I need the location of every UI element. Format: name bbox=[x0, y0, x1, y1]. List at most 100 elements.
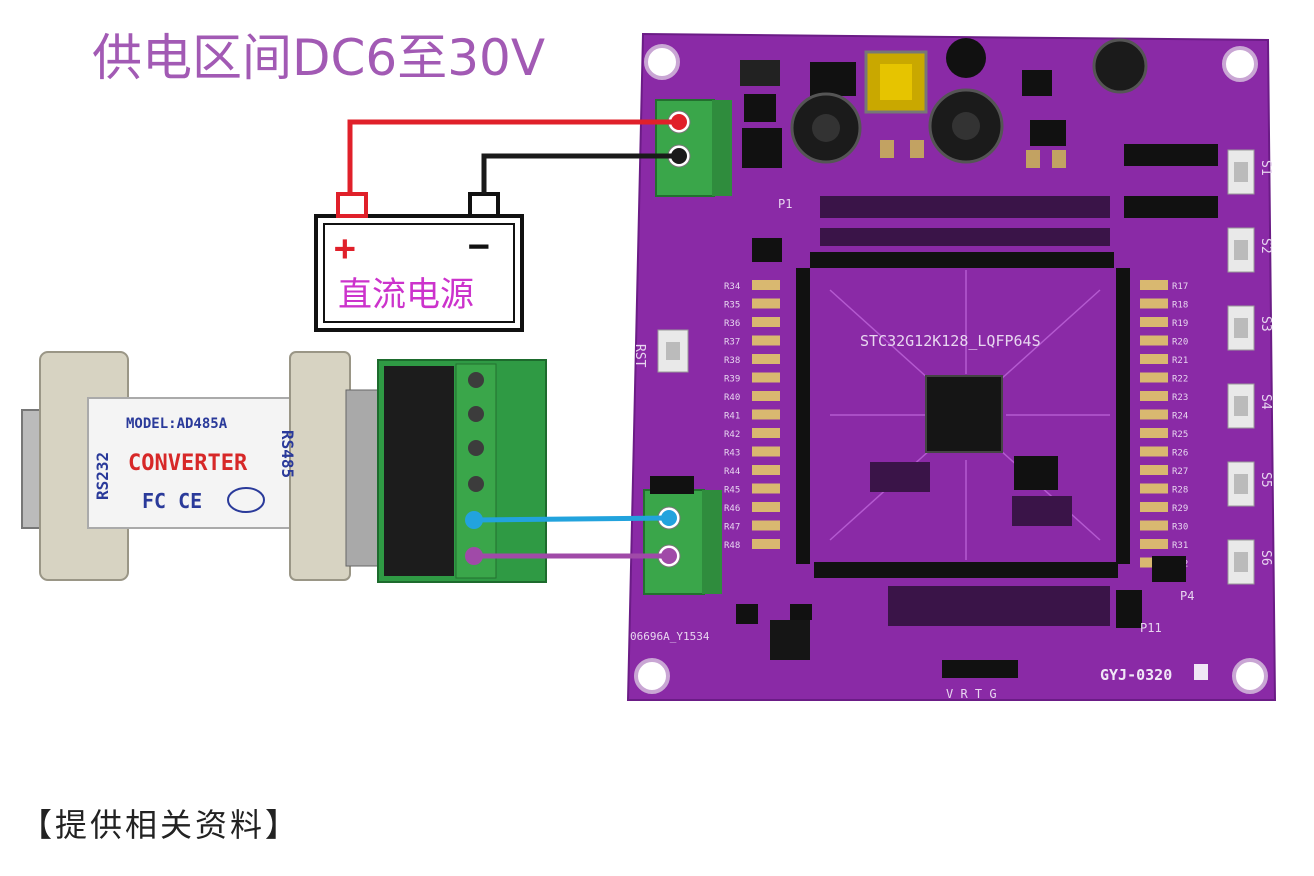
resistor-label: R38 bbox=[724, 356, 740, 366]
resistor bbox=[752, 335, 780, 346]
wire-positive bbox=[347, 119, 679, 194]
converter-rs232-label: RS232 bbox=[93, 452, 112, 500]
resistor-label: R28 bbox=[1172, 486, 1188, 496]
converter-marks: FC CE bbox=[142, 489, 202, 513]
wire-endpoints bbox=[465, 114, 687, 565]
resistor bbox=[752, 372, 780, 383]
resistor-label: R21 bbox=[1172, 356, 1188, 366]
resistor-label: R44 bbox=[724, 467, 740, 477]
resistor-label: R39 bbox=[724, 375, 740, 385]
resistor bbox=[1140, 354, 1168, 364]
resistor bbox=[1140, 465, 1168, 475]
header-p9 bbox=[1124, 144, 1218, 166]
resistor-label: R20 bbox=[1172, 338, 1188, 348]
button-label-s1: S1 bbox=[1258, 160, 1273, 176]
right-pin-header bbox=[1116, 268, 1130, 564]
button-label-s6: S6 bbox=[1258, 550, 1273, 566]
button-label-s3: S3 bbox=[1258, 316, 1273, 332]
resistor-label: R27 bbox=[1172, 467, 1188, 477]
resistor bbox=[752, 483, 780, 494]
mounting-holes bbox=[634, 44, 1268, 694]
resistor bbox=[1140, 520, 1168, 531]
resistor bbox=[752, 520, 780, 531]
button-label-s2: S2 bbox=[1258, 238, 1273, 254]
resistor bbox=[752, 502, 780, 512]
button-s4: S4 bbox=[1227, 383, 1273, 429]
footer-note: 【提供相关资料】 bbox=[20, 806, 301, 844]
wire-negative bbox=[481, 153, 679, 194]
resistor bbox=[752, 298, 780, 309]
button-s6: S6 bbox=[1227, 539, 1273, 585]
ccc-logo-icon bbox=[227, 487, 265, 513]
resistor bbox=[1140, 446, 1168, 457]
resistor bbox=[752, 428, 780, 438]
button-s5: S5 bbox=[1227, 461, 1273, 507]
rs232-rs485-converter: MODEL:AD485A CONVERTER RS232 RS485 FC CE bbox=[21, 351, 547, 583]
resistor bbox=[1140, 502, 1168, 512]
resistor-label: R23 bbox=[1172, 393, 1188, 403]
resistor-label: R30 bbox=[1172, 523, 1188, 533]
power-terminal-block bbox=[655, 99, 732, 197]
resistor-label: R31 bbox=[1172, 541, 1188, 551]
resistor-label: R43 bbox=[724, 449, 740, 459]
battery-minus-sign: − bbox=[468, 226, 490, 267]
jumper-p11 bbox=[1116, 590, 1142, 628]
resistor bbox=[752, 409, 780, 420]
label-p11: P11 bbox=[1140, 621, 1162, 635]
resistor bbox=[1140, 372, 1168, 383]
resistor-label: R24 bbox=[1172, 412, 1188, 422]
resistor bbox=[1140, 335, 1168, 346]
dc-power-source: + − 直流电源 bbox=[314, 192, 524, 332]
battery-negative-terminal bbox=[468, 192, 500, 218]
resistor bbox=[1140, 539, 1168, 549]
button-s2: S2 bbox=[1227, 227, 1273, 273]
resistor bbox=[752, 354, 780, 364]
resistor bbox=[752, 539, 780, 549]
resistor-label: R26 bbox=[1172, 449, 1188, 459]
resistor bbox=[1140, 409, 1168, 420]
resistor-label: R41 bbox=[724, 412, 740, 422]
top-led-rows bbox=[820, 196, 1110, 246]
resistor-label: R25 bbox=[1172, 430, 1188, 440]
label-p4: P4 bbox=[1180, 589, 1194, 603]
button-s1: S1 bbox=[1227, 149, 1273, 195]
board-code: GYJ-0320 bbox=[1100, 666, 1172, 684]
resistor bbox=[752, 465, 780, 475]
rs485-terminal-block bbox=[643, 476, 722, 595]
resistor bbox=[1140, 483, 1168, 494]
resistor bbox=[1140, 391, 1168, 401]
resistor bbox=[752, 391, 780, 401]
resistor bbox=[1140, 280, 1168, 290]
button-label-s4: S4 bbox=[1258, 394, 1273, 410]
bottom-pin-header bbox=[814, 562, 1118, 578]
resistor-label: R19 bbox=[1172, 319, 1188, 329]
vrtg-label: V R T G bbox=[946, 687, 997, 701]
converter-model: MODEL:AD485A bbox=[126, 416, 228, 432]
resistor bbox=[752, 317, 780, 327]
bottom-led-row bbox=[888, 586, 1110, 626]
resistor-label: R47 bbox=[724, 523, 740, 533]
battery-positive-terminal bbox=[336, 192, 368, 218]
resistor bbox=[752, 446, 780, 457]
pcb-board: R34R35R36R37R38R39R40R41R42R43R44R45R46R… bbox=[626, 32, 1277, 701]
chip-label: STC32G12K128_LQFP64S bbox=[860, 332, 1041, 350]
button-label-s5: S5 bbox=[1258, 472, 1273, 488]
chip-traces bbox=[829, 270, 1110, 560]
resistor-label: R29 bbox=[1172, 504, 1188, 514]
resistor bbox=[1140, 428, 1168, 438]
converter-rs485-label: RS485 bbox=[278, 430, 297, 478]
resistor-label: R48 bbox=[724, 541, 740, 551]
resistor-label: R45 bbox=[724, 486, 740, 496]
left-pin-header bbox=[796, 268, 810, 564]
vrtg-header bbox=[942, 660, 1018, 678]
mcu-chip bbox=[925, 375, 1003, 453]
resistor-label: R34 bbox=[724, 282, 740, 292]
label-p1: P1 bbox=[778, 197, 792, 211]
resistor bbox=[1140, 298, 1168, 309]
resistor-label: R46 bbox=[724, 504, 740, 514]
rst-label: RST bbox=[632, 344, 647, 368]
board-serial: 06696A_Y1534 bbox=[630, 630, 710, 643]
battery-label: 直流电源 bbox=[338, 275, 474, 315]
